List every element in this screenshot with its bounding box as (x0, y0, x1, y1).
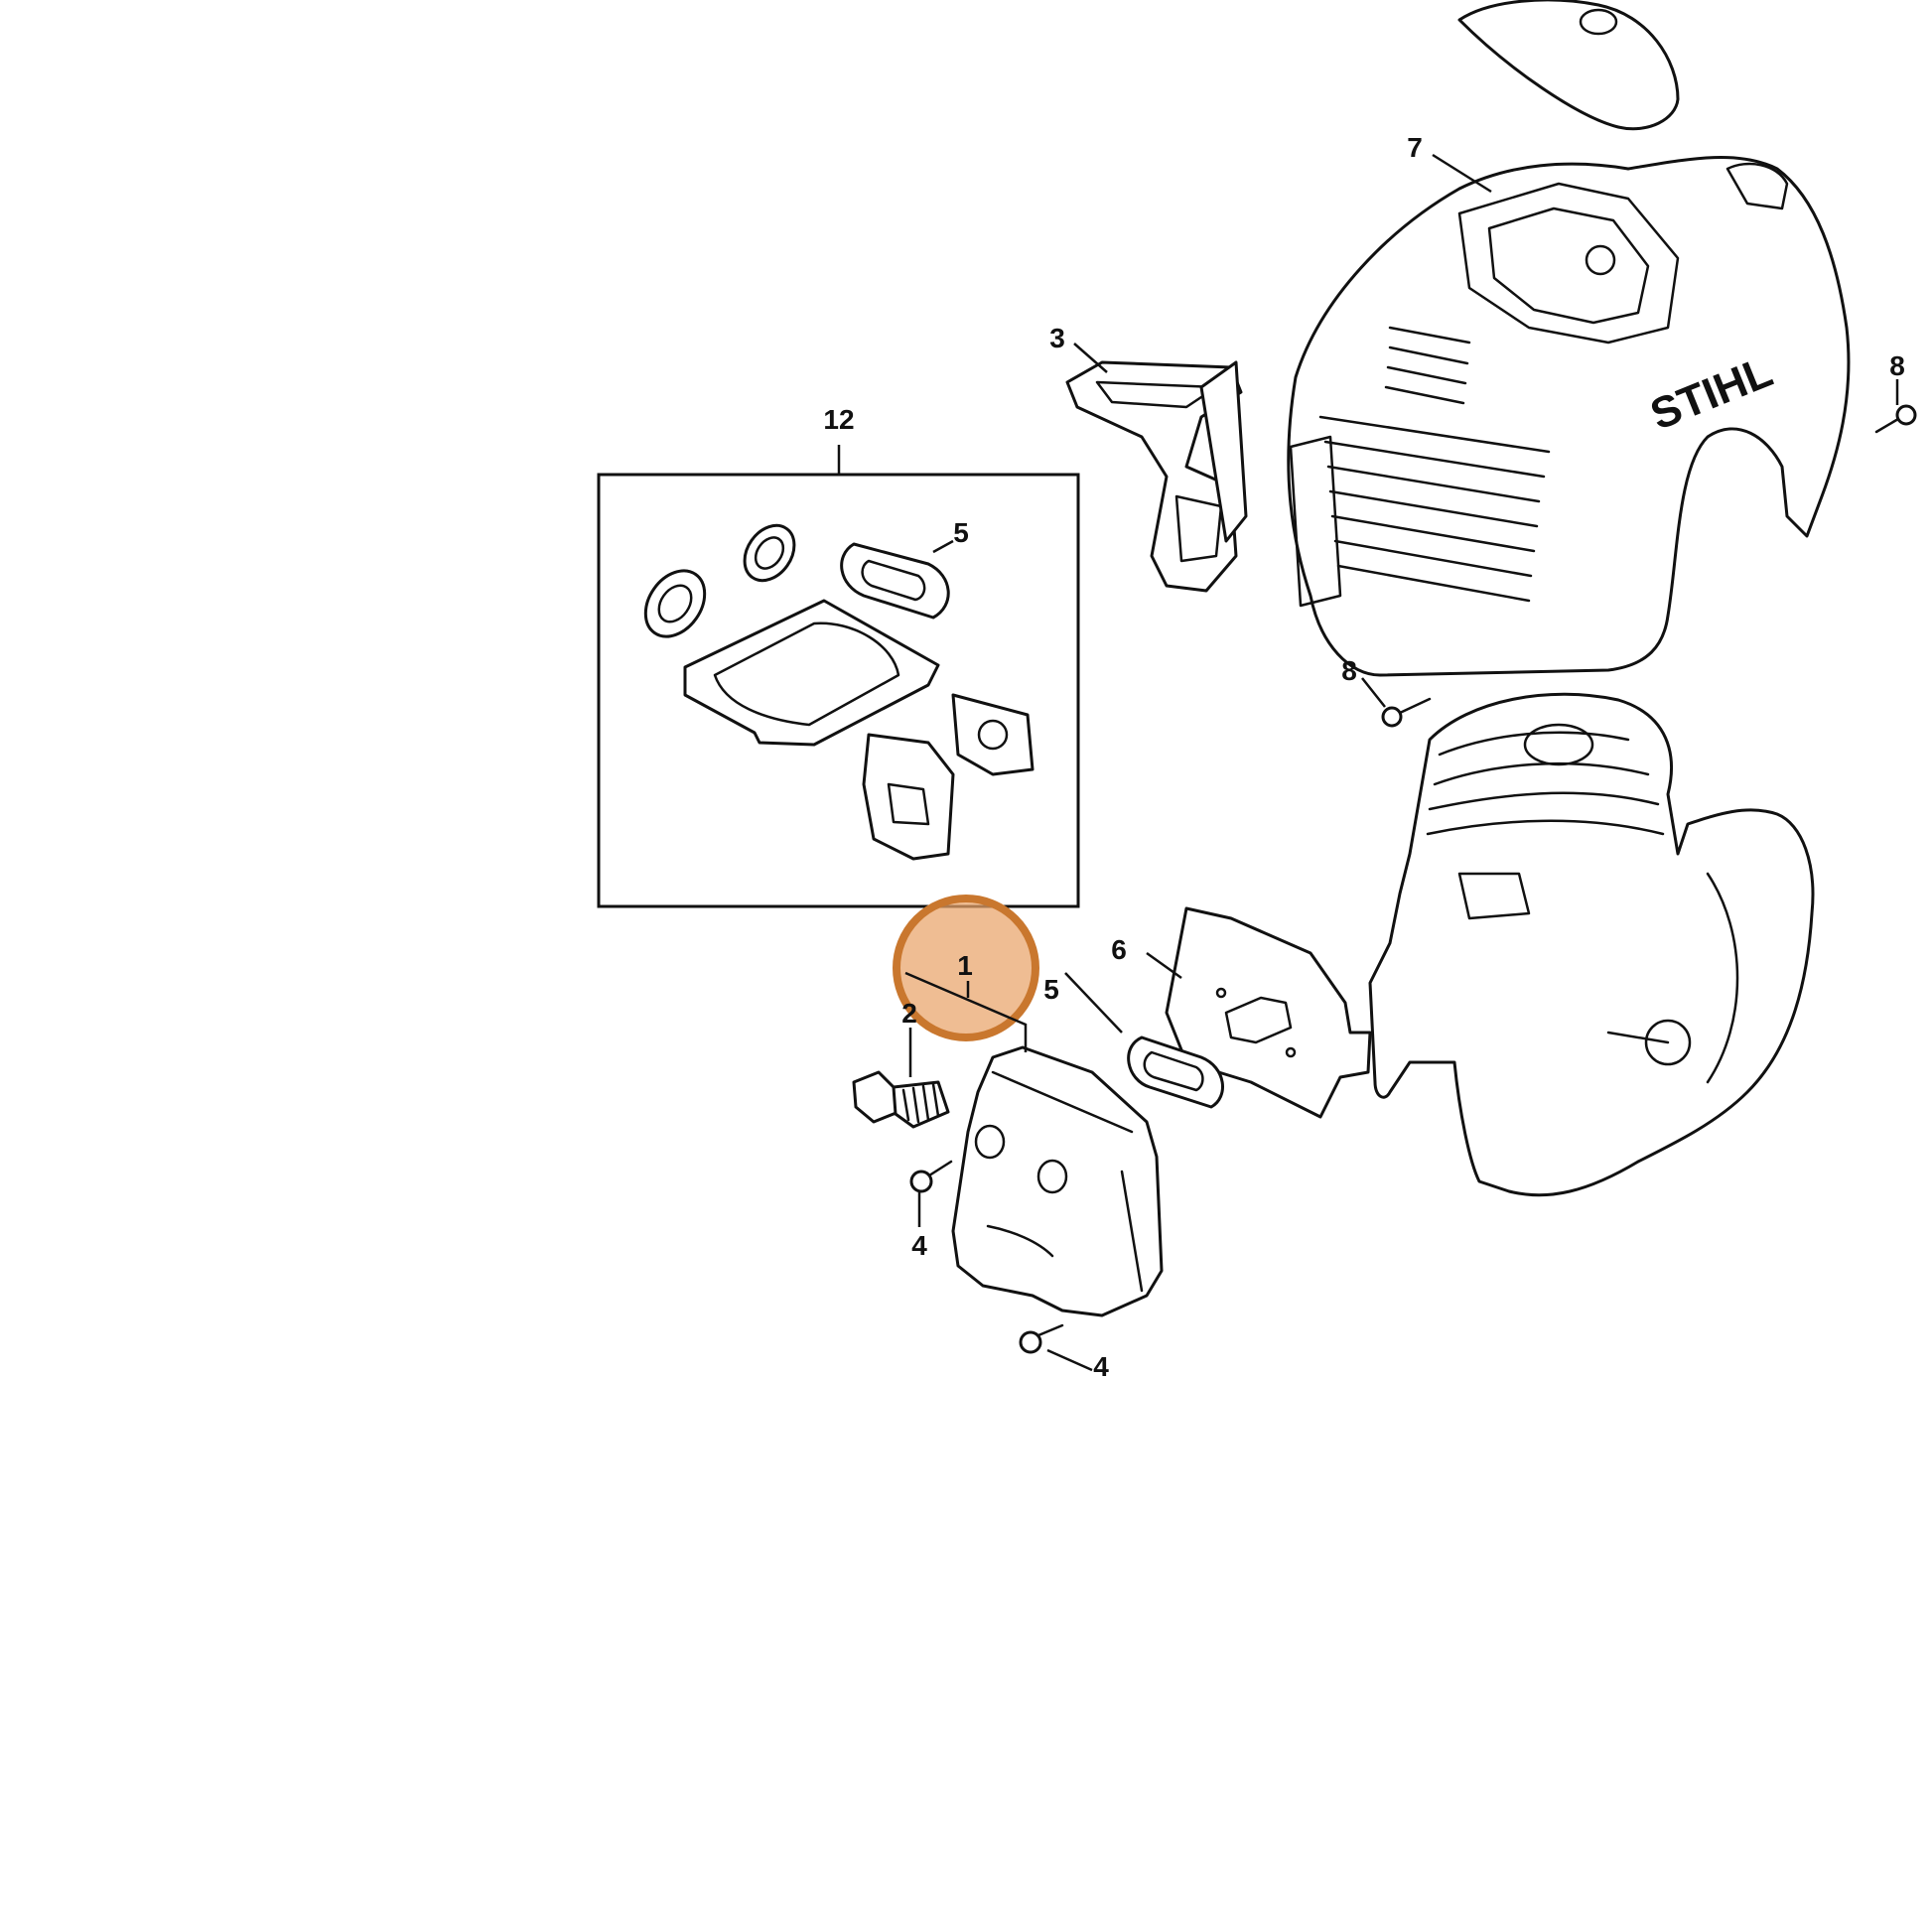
callout-5-gasket: 5 (1043, 974, 1059, 1005)
callout-8-right: 8 (1889, 350, 1905, 381)
screw-8-middle (1381, 697, 1432, 728)
engine-cylinder-crankcase (1368, 692, 1815, 1197)
spark-arrestor-screen (852, 1070, 950, 1129)
callout-3: 3 (1049, 323, 1065, 353)
screw-4-lower (1019, 1323, 1064, 1354)
callout-4-lower: 4 (1093, 1351, 1109, 1382)
callout-5-kit: 5 (953, 517, 969, 548)
callout-1: 1 (957, 950, 973, 981)
leader-lines (837, 153, 1899, 1372)
screw-4-upper (909, 1160, 953, 1193)
callout-8-middle: 8 (1341, 655, 1357, 686)
highlight-circle (893, 895, 1039, 1041)
callout-7: 7 (1407, 132, 1423, 163)
engine-shroud: STIHL (1287, 156, 1851, 677)
callout-4-upper: 4 (911, 1230, 927, 1261)
callout-2: 2 (901, 998, 917, 1029)
top-cover-fragment (1457, 0, 1680, 131)
callout-12: 12 (823, 404, 854, 435)
muffler-gasket (1127, 1035, 1224, 1109)
screw-8-right (1874, 404, 1917, 434)
muffler (951, 1045, 1164, 1317)
bracket (1065, 360, 1248, 593)
gasket-kit-box (597, 473, 1080, 908)
callout-6: 6 (1111, 934, 1127, 965)
